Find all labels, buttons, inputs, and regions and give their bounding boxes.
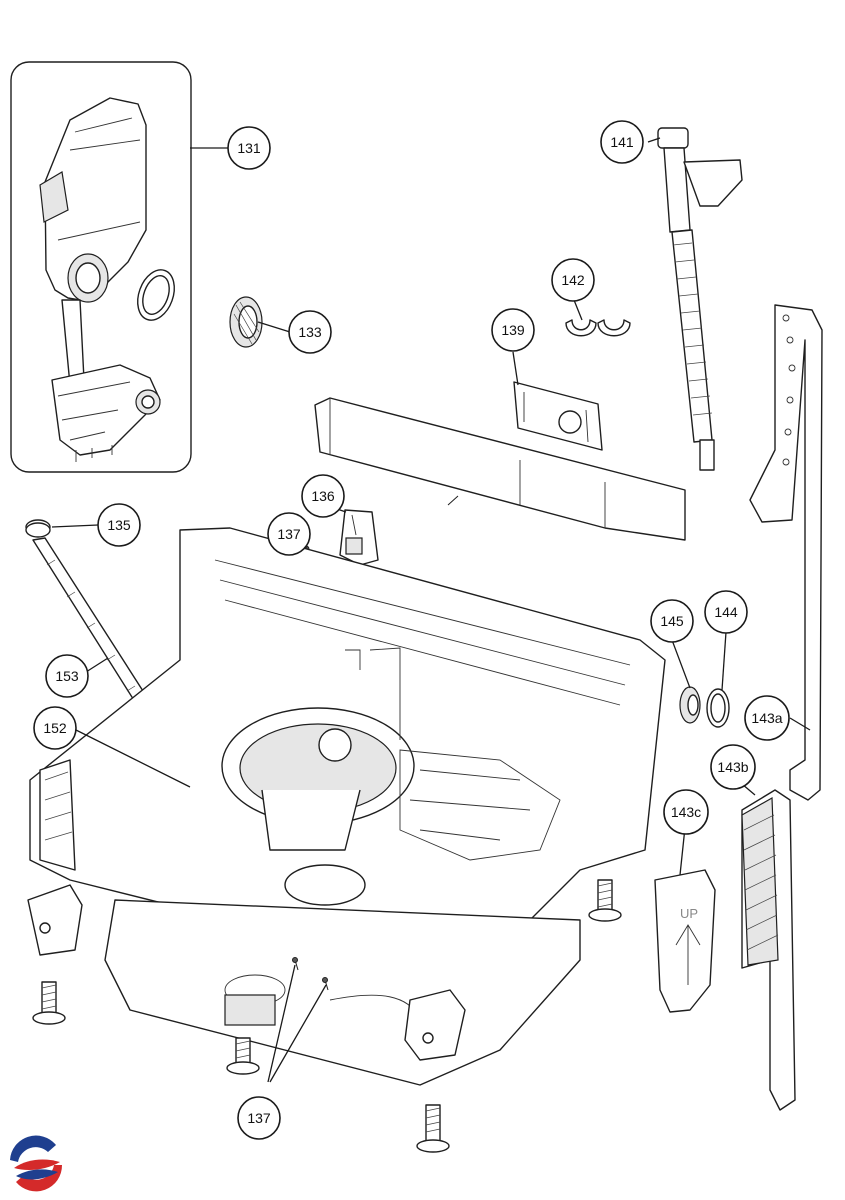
part-143a-side-trim (749, 304, 823, 801)
front-right-foot (404, 989, 466, 1061)
front-left-foot (27, 884, 83, 956)
svg-text:136: 136 (311, 488, 335, 504)
callout-133: 133 (288, 310, 332, 354)
svg-text:144: 144 (714, 604, 738, 620)
svg-text:152: 152 (43, 720, 67, 736)
callout-131: 131 (227, 126, 271, 170)
svg-text:143c: 143c (671, 804, 701, 820)
leveling-screw-3 (588, 879, 622, 922)
base-plate (104, 899, 581, 1086)
logo-swoosh (14, 1159, 60, 1170)
part-131-gasket-ring (137, 269, 175, 321)
callout-143b: 143b (710, 744, 756, 790)
svg-text:131: 131 (237, 140, 261, 156)
svg-text:135: 135 (107, 517, 131, 533)
callout-135: 135 (97, 503, 141, 547)
svg-text:137: 137 (277, 526, 301, 542)
svg-text:143b: 143b (717, 759, 748, 775)
svg-text:143a: 143a (751, 710, 782, 726)
leader-lines (51, 137, 811, 1083)
callout-137-lower: 137 (237, 1096, 281, 1140)
callout-153: 153 (45, 654, 89, 698)
svg-text:142: 142 (561, 272, 585, 288)
part-139-mounting-plate (513, 381, 603, 451)
part-144-o-ring (706, 688, 730, 728)
callout-141: 141 (600, 120, 644, 164)
leveling-screw-1 (32, 981, 66, 1025)
svg-text:137: 137 (247, 1110, 271, 1126)
callout-136: 136 (301, 474, 345, 518)
part-141-fill-hose (657, 127, 743, 471)
part-135-hose-clamp (25, 519, 51, 538)
svg-text:153: 153 (55, 668, 79, 684)
part-136-switch-bracket (339, 509, 379, 566)
svg-text:145: 145 (660, 613, 684, 629)
callout-143a: 143a (744, 695, 790, 741)
part-137-screw-lower-b (322, 977, 329, 991)
brand-logo (10, 1135, 63, 1192)
callout-137-upper: 137 (267, 512, 311, 556)
svg-text:139: 139 (501, 322, 525, 338)
leveling-screw-4 (416, 1104, 450, 1153)
callout-145: 145 (650, 599, 694, 643)
svg-text:133: 133 (298, 324, 322, 340)
part-142-hose-clips (565, 319, 631, 337)
part-143b-ribbed-pad (741, 789, 796, 1111)
part-137-screw-lower-a (292, 957, 299, 971)
part-143c-up-block: UP (654, 869, 716, 1013)
up-marking: UP (680, 906, 698, 921)
callout-139: 139 (491, 308, 535, 352)
part-131-sump-housing (39, 97, 161, 462)
logo-blue-arc (10, 1135, 56, 1162)
toe-kick-bar (314, 397, 686, 541)
callout-152: 152 (33, 706, 77, 750)
logo-red-arc (16, 1165, 63, 1192)
part-145-grommet (679, 686, 701, 724)
callout-142: 142 (551, 258, 595, 302)
leveling-screw-2 (226, 1037, 260, 1075)
base-assembly (29, 527, 666, 981)
svg-text:141: 141 (610, 134, 634, 150)
callout-144: 144 (704, 590, 748, 634)
part-133-grommet (229, 296, 263, 348)
callout-143c: 143c (663, 789, 709, 835)
inset-frame (10, 61, 192, 473)
